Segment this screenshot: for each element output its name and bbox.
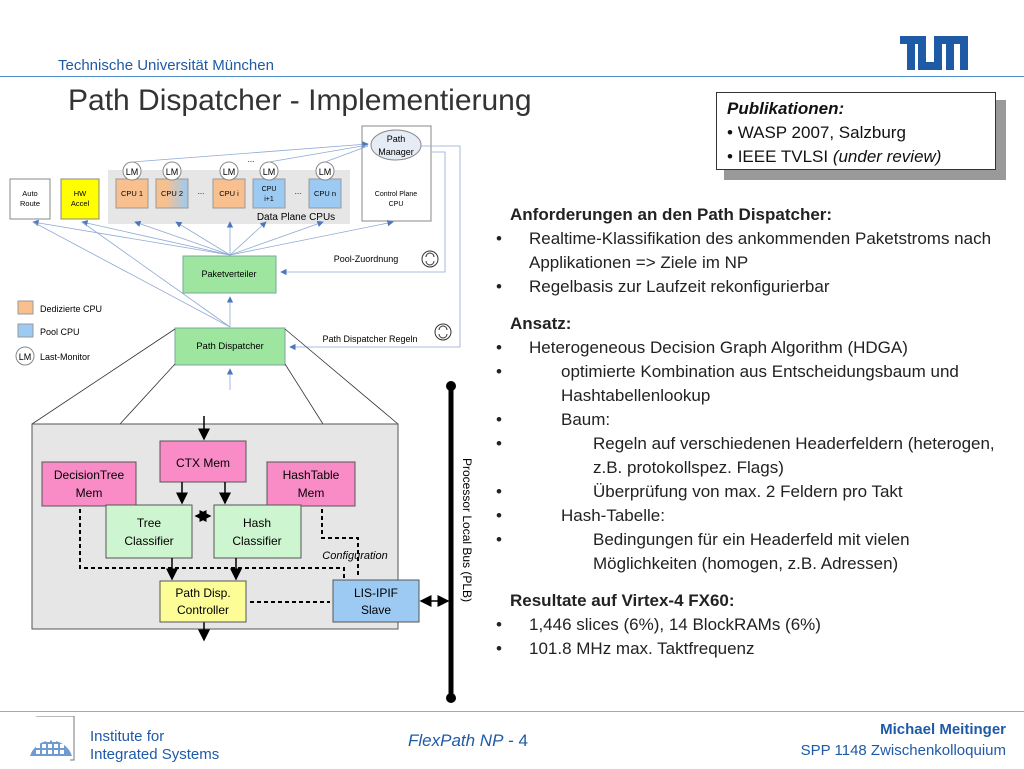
bullet-item: 101.8 MHz max. Taktfrequenz (496, 637, 1010, 661)
svg-text:Hash: Hash (243, 516, 271, 530)
pool-zuordnung-label: Pool-Zuordnung (334, 254, 399, 264)
decision-tree-mem-box (41, 461, 137, 507)
legend-pool: Pool CPU (40, 327, 80, 337)
svg-text:Manager: Manager (378, 147, 414, 157)
svg-text:Classifier: Classifier (232, 534, 281, 548)
cpu-ellipsis: ... (198, 187, 205, 196)
svg-text:Mem: Mem (298, 486, 325, 500)
svg-text:Path Disp.: Path Disp. (175, 586, 230, 600)
ctx-mem-box (159, 440, 247, 483)
section-heading: Resultate auf Virtex-4 FX60: (510, 591, 735, 610)
path-dispatcher-rules-label: Path Dispatcher Regeln (322, 334, 417, 344)
legend-dedicated-swatch (17, 300, 34, 315)
svg-text:CPU: CPU (262, 186, 277, 193)
page-title: Path Dispatcher - Implementierung (68, 84, 532, 117)
configuration-label: Configuration (322, 550, 387, 562)
svg-text:CPU i: CPU i (219, 189, 239, 198)
svg-text:CTX Mem: CTX Mem (176, 456, 230, 470)
cpu-i1-box (252, 178, 286, 209)
bullet-item: Hash-Tabelle: (496, 504, 1010, 528)
cpu-ellipsis: ... (295, 187, 302, 196)
publication-item: • IEEE TVLSI (under review) (727, 147, 942, 166)
svg-text:Controller: Controller (177, 603, 229, 617)
svg-text:LM: LM (166, 167, 179, 177)
path-manager (370, 129, 422, 161)
section-heading: Ansatz: (510, 314, 572, 333)
cpu-n-box (308, 178, 342, 209)
footer-divider (0, 711, 1024, 712)
svg-text:CPU: CPU (389, 201, 404, 208)
hashtable-mem-box (266, 461, 356, 507)
svg-text:LM: LM (223, 167, 236, 177)
slide-footer: FlexPath NP - 4 (408, 731, 528, 750)
content-column: Anforderungen an den Path Dispatcher: Re… (496, 203, 1010, 661)
svg-text:HashTable: HashTable (283, 468, 340, 482)
path-dispatcher-box (174, 327, 286, 366)
bullet-item: Realtime-Klassifikation des ankommenden … (496, 227, 1010, 275)
svg-text:LM: LM (263, 167, 276, 177)
svg-text:Mem: Mem (76, 486, 103, 500)
auto-route-label: Auto (22, 189, 37, 198)
svg-text:Tree: Tree (137, 516, 162, 530)
ifis-logo (28, 715, 78, 769)
svg-text:i+1: i+1 (264, 196, 274, 203)
hw-accel-box (60, 178, 100, 220)
bullet-item: Regelbasis zur Laufzeit rekonfigurierbar (496, 275, 1010, 299)
paketverteiler-box (182, 255, 277, 294)
legend-lm-symbol (15, 346, 35, 366)
publications-heading: Publikationen: (727, 99, 845, 118)
publication-item: • WASP 2007, Salzburg (727, 123, 906, 142)
svg-text:LIS-IPIF: LIS-IPIF (354, 586, 398, 600)
control-plane-label: Control Plane (375, 191, 418, 198)
svg-text:LM: LM (19, 352, 32, 362)
svg-text:LM: LM (126, 167, 139, 177)
path-disp-controller-box (159, 580, 247, 623)
section-heading: Anforderungen an den Path Dispatcher: (510, 205, 833, 224)
svg-text:CPU 1: CPU 1 (121, 189, 143, 198)
plb-bus-label: Processor Local Bus (PLB) (460, 458, 474, 602)
svg-text:Classifier: Classifier (124, 534, 173, 548)
svg-text:LM: LM (319, 167, 332, 177)
hash-classifier-box (213, 504, 302, 559)
tree-classifier-box (105, 504, 193, 559)
svg-text:Paketverteiler: Paketverteiler (201, 269, 256, 279)
publications-box: Publikationen: • WASP 2007, Salzburg • I… (716, 92, 996, 170)
bullet-item: Überprüfung von max. 2 Feldern pro Takt (496, 480, 1010, 504)
bullet-item: Heterogeneous Decision Graph Algorithm (… (496, 336, 1010, 360)
bullet-item: 1,446 slices (6%), 14 BlockRAMs (6%) (496, 613, 1010, 637)
reconfigure-icon (434, 323, 452, 341)
legend-pool-swatch (17, 323, 34, 338)
svg-text:...: ... (248, 155, 255, 164)
svg-text:Accel: Accel (71, 199, 90, 208)
legend-lm: Last-Monitor (40, 352, 90, 362)
svg-text:Slave: Slave (361, 603, 391, 617)
author-info: Michael Meitinger SPP 1148 Zwischenkollo… (801, 719, 1006, 761)
svg-text:CPU n: CPU n (314, 189, 336, 198)
svg-text:Path: Path (387, 134, 406, 144)
legend-dedicated: Dedizierte CPU (40, 304, 102, 314)
data-plane-label: Data Plane CPUs (257, 212, 335, 223)
svg-text:Route: Route (20, 199, 40, 208)
reconfigure-icon (421, 250, 439, 268)
bullet-item: optimierte Kombination aus Entscheidungs… (496, 360, 1010, 408)
university-name: Technische Universität München (58, 57, 274, 74)
lm-monitors: LM LM LM LM LM (122, 161, 335, 181)
auto-route-box (9, 178, 51, 220)
tum-logo (900, 36, 970, 75)
bullet-item: Bedingungen für ein Headerfeld mit viele… (496, 528, 1010, 576)
architecture-diagram: Auto Route HW Accel CPU 1 CPU 2 ... CPU … (9, 125, 474, 703)
institute-name: Institute for Integrated Systems (90, 728, 220, 763)
svg-text:CPU 2: CPU 2 (161, 189, 183, 198)
header-divider (0, 76, 1024, 77)
bullet-item: Baum: (496, 408, 1010, 432)
bullet-item: Regeln auf verschiedenen Headerfeldern (… (496, 432, 1010, 480)
svg-text:Path Dispatcher: Path Dispatcher (196, 341, 264, 352)
event-name: SPP 1148 Zwischenkolloquium (800, 742, 1006, 759)
lis-ipif-slave-box (332, 579, 420, 623)
svg-text:DecisionTree: DecisionTree (54, 468, 125, 482)
hw-accel-label: HW (74, 189, 87, 198)
author-name: Michael Meitinger (880, 721, 1006, 738)
